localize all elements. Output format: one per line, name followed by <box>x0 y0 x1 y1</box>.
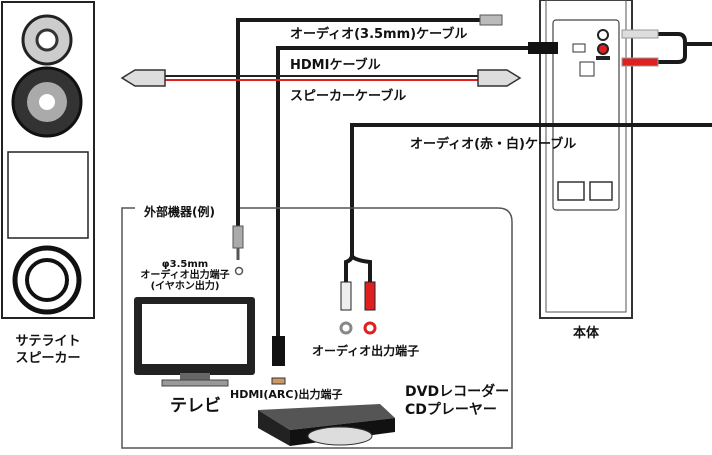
jack-label-2: オーディオ出力端子 <box>140 268 229 281</box>
satellite-speaker-label-2: スピーカー <box>15 351 80 366</box>
hdmi-plug-main <box>528 42 558 54</box>
external-devices-label: 外部機器(例) <box>144 204 215 219</box>
dvd-player-illustration <box>258 404 395 446</box>
speaker-cable-label: スピーカーケーブル <box>290 88 406 104</box>
audio-35-cable-label: オーディオ(3.5mm)ケーブル <box>290 26 467 42</box>
red-audio-jack <box>363 321 377 335</box>
rca-cable <box>344 32 712 290</box>
white-audio-jack <box>339 321 353 335</box>
satellite-speaker-label-1: サテライト <box>15 334 80 349</box>
hdmi-cable-label: HDMIケーブル <box>290 57 381 73</box>
hdmi-cable <box>276 46 540 338</box>
rca-white-plug <box>340 281 352 311</box>
jack-label-1: φ3.5mm <box>162 259 208 270</box>
rca-white-plug-main <box>621 29 659 39</box>
dvd-label-2: CDプレーヤー <box>405 402 497 418</box>
dvd-label-1: DVDレコーダー <box>405 383 509 400</box>
jack-label-3: (イヤホン出力) <box>151 279 220 292</box>
main-unit <box>539 0 633 319</box>
satellite-speaker <box>1 1 95 319</box>
rca-red-plug-main <box>621 57 659 67</box>
main-unit-label: 本体 <box>573 325 600 341</box>
headphone-jack <box>234 266 244 276</box>
tv-label: テレビ <box>170 396 221 416</box>
speaker-cable <box>120 69 522 87</box>
audio-35-plug <box>232 225 244 249</box>
audio-35-plug-top <box>479 14 503 26</box>
hdmi-plug <box>272 336 285 366</box>
hdmi-arc-label: HDMI(ARC)出力端子 <box>230 387 343 401</box>
audio-out-label: オーディオ出力端子 <box>312 343 419 358</box>
audio-35-cable <box>236 18 480 228</box>
rca-red-plug <box>364 281 376 311</box>
external-devices-frame <box>121 207 513 449</box>
audio-rw-cable-label: オーディオ(赤・白)ケーブル <box>410 136 576 152</box>
hdmi-arc-port <box>271 377 286 385</box>
tv-illustration <box>134 297 255 387</box>
